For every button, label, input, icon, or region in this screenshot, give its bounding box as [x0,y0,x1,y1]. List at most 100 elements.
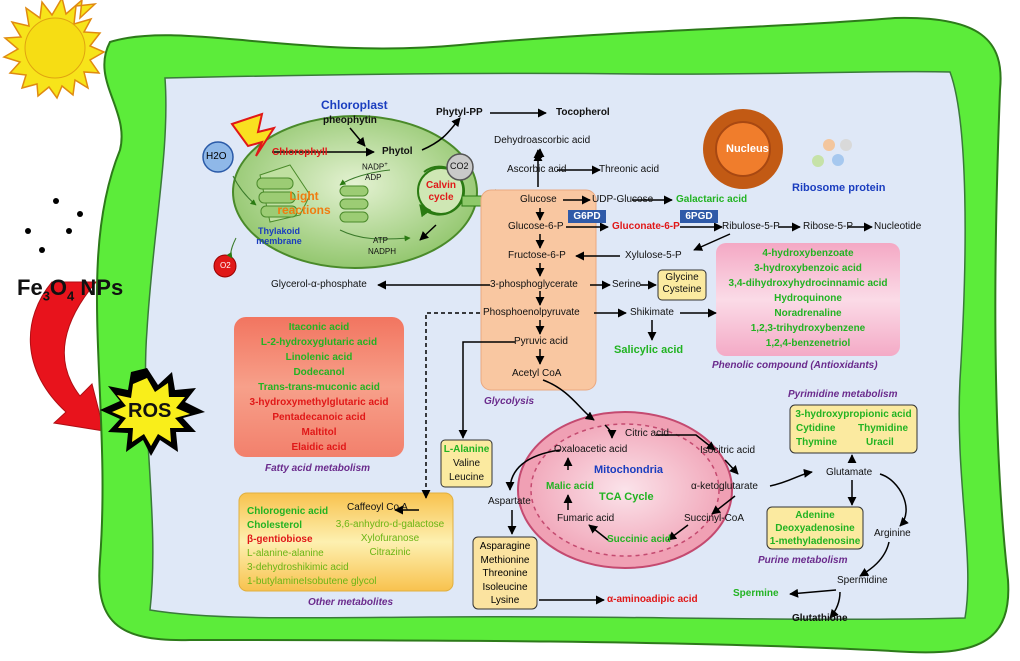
pyrimidine-box [789,404,918,454]
other-metabolite-item: Xylofuranose [360,533,420,544]
malic-label: Malic acid [546,481,594,492]
fatty-acid-item: Itaconic acid [288,322,350,333]
tca-label: TCA Cycle [599,491,654,503]
chloroplast-title: Chloroplast [321,98,388,112]
phenolic-item: 4-hydroxybenzoate [762,248,854,259]
other-metabolite-item: L-alanine-alanine [247,548,324,559]
ribulose5p-label: Ribulose-5-P [722,221,780,232]
glutamate-label: Glutamate [826,467,873,478]
other-metabolite-item: Chlorogenic acid [247,506,329,517]
cytidine-label: Cytidine [796,423,836,434]
other-metabolite-item: 1-butylamineIsobutene glycol [247,576,377,587]
glucose-label: Glucose [520,194,557,205]
fatty-acid-item: 3-hydroxymethylglutaric acid [249,397,389,408]
purine-caption: Purine metabolism [758,555,848,566]
other-metabolite-item: 3-dehydroshikimic acid [247,562,349,573]
amino-acid-item: Methionine [480,554,530,566]
lightning-icon [230,112,277,157]
fatty-acid-item: Dodecanol [293,367,345,378]
pyrimidine-caption: Pyrimidine metabolism [788,389,898,400]
nucleotide-label: Nucleotide [874,221,922,232]
arginine-label: Arginine [874,528,911,539]
dehydroascorbic-label: Dehydroascorbic acid [494,135,591,146]
mitochondria-title: Mitochondria [594,464,664,476]
o2-label: O2 [220,261,231,270]
h2o-label: H2O [206,151,227,162]
pheophytin-label: pheophytin [323,115,377,126]
phenolic-item: Hydroquinone [774,293,842,304]
glucose6p-label: Glucose-6-P [508,221,564,232]
mitochondria [517,411,733,569]
threonic-label: Threonic acid [599,164,660,175]
succinic-label: Succinic acid [607,534,671,545]
phenolic-item: 3-hydroxybenzoic acid [754,263,862,274]
other-metabolite-item: Cholesterol [247,520,303,531]
purine-item: Adenine [795,510,835,521]
acetylcoa-label: Acetyl CoA [512,368,562,379]
purine-item: 1-methyladenosine [769,536,861,547]
glycolysis-box [480,189,597,391]
fumaric-label: Fumaric acid [557,513,615,524]
o2-bubble [213,254,237,278]
asparagine-box [472,536,538,610]
succinylcoa-label: Succinyl-CoA [684,513,745,524]
dashed-pep-caffeoyl [421,312,480,499]
phenolic-item: 1,2,4-benzenetriol [765,338,851,349]
chlorophyll-label: Chlorophyll [272,147,328,158]
ribosome-label: Ribosome protein [792,182,886,194]
fatty-acid-item: Trans-trans-muconic acid [258,382,380,393]
glycolysis-caption: Glycolysis [484,396,535,407]
pep-label: Phosphoenolpyruvate [483,307,580,318]
glutathione-label: Glutathione [792,613,848,624]
alanine-box [440,439,493,488]
xylulose5p-label: Xylulose-5-P [625,250,682,261]
tocopherol-label: Tocopherol [556,107,610,118]
fatty-acid-item: Elaidic acid [291,442,347,453]
amino-acid-item: Isoleucine [482,581,528,593]
other-metabolite-item: Citrazinic [369,547,411,558]
h2o-bubble [202,141,234,173]
glycerol-label: Glycerol-α-phosphate [271,279,367,290]
aminoadipic-label: α-aminoadipic acid [607,594,698,605]
gluconate6p-label: Gluconate-6-P [612,221,680,232]
fatty-acid-item: Maltitol [301,427,337,438]
other-caption: Other metabolites [308,597,394,608]
other-box [238,492,454,592]
fatty-acid-caption: Fatty acid metabolism [265,463,371,474]
fatty-acid-item: Linolenic acid [285,352,353,363]
phenolic-caption: Phenolic compound (Antioxidants) [712,360,878,371]
nucleus-icon [703,109,783,189]
nadp-label: NADP+ [362,162,388,172]
shikimate-label: Shikimate [630,307,674,318]
isocitric-label: Isocitric acid [700,445,756,456]
pyrimidine-row1: 3-hydroxypropionic acid [795,409,912,420]
caffeoyl-label: Caffeoyl Co A [347,502,408,513]
spermidine-label: Spermidine [837,575,888,586]
amino-acid-item: Lysine [490,595,520,606]
ribose5p-label: Ribose-5-P [803,221,854,232]
fatty-acid-box [234,317,404,457]
atp-label: ATP [373,236,388,245]
glycine-box [657,269,707,301]
pyruvic-label: Pyruvic acid [514,336,568,347]
amino-acid-item: Asparagine [479,541,531,552]
other-metabolite-item: β-gentiobiose [247,534,313,545]
chloroplast [232,115,478,269]
phenolic-item: Noradrenaline [774,308,842,319]
amino-acid-item: Threonine [482,568,528,579]
3pg-label: 3-phosphoglycerate [490,279,578,290]
salicylic-label: Salicylic acid [614,344,684,356]
spermine-label: Spermine [733,588,779,599]
adp-label: ADP [365,173,382,182]
ros-label: ROS [128,400,172,422]
serine-label: Serine [612,279,641,290]
